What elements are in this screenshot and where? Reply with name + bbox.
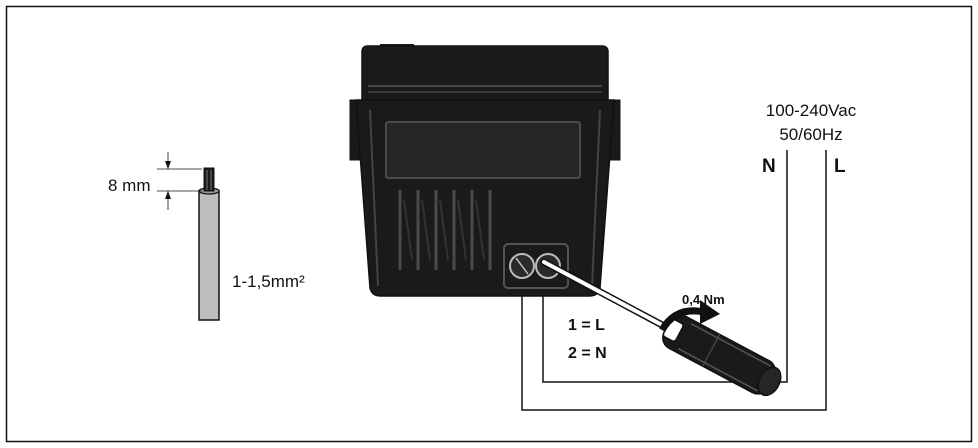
rotation-arrow-icon — [658, 300, 720, 332]
line-label: L — [834, 156, 846, 177]
terminal-mapping-1: 1 = L — [568, 317, 605, 334]
cross-section-label: 1-1,5mm² — [232, 272, 305, 291]
diagram-border — [5, 5, 973, 443]
supply-voltage: 100-240Vac — [766, 101, 857, 120]
device-icon — [349, 44, 621, 297]
neutral-label: N — [762, 156, 776, 177]
terminal-mapping-2: 2 = N — [568, 345, 607, 362]
strip-length-dimension — [157, 152, 202, 210]
torque-label: 0,4 Nm — [682, 292, 725, 307]
wire-icon — [198, 167, 220, 321]
supply-wiring — [521, 150, 827, 411]
supply-frequency: 50/60Hz — [779, 125, 842, 144]
screwdriver-icon — [540, 258, 782, 397]
strip-length-label: 8 mm — [108, 176, 151, 195]
